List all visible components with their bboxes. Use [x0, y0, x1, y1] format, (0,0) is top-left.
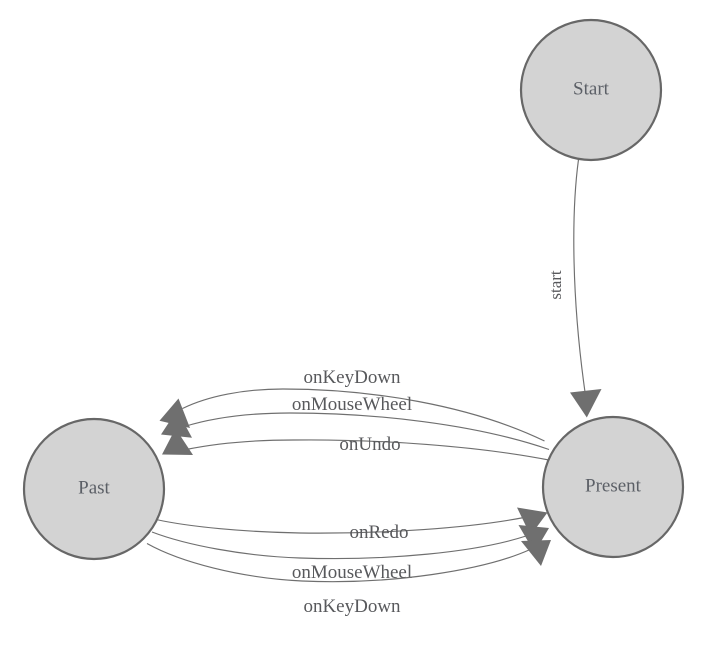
node-past-label: Past [78, 477, 110, 498]
edge-onmousewheel-to-present[interactable]: onMouseWheel [151, 525, 549, 583]
node-present-circle [541, 415, 685, 559]
edge-onredo[interactable]: onRedo [155, 507, 548, 544]
edge-onundo-arrowhead [162, 428, 193, 455]
node-past[interactable]: Past [22, 417, 166, 561]
node-past-circle [22, 417, 166, 561]
node-present[interactable]: Present [541, 415, 685, 559]
node-start-label: Start [573, 78, 610, 99]
edge-onundo[interactable]: onUndo [162, 428, 552, 462]
edge-start-label: start [546, 270, 565, 300]
edge-onredo-arrowhead [517, 507, 548, 536]
edge-start-arrowhead [570, 389, 602, 418]
edge-onmousewheel-to-present-arrowhead [518, 525, 549, 553]
edge-start-path [573, 159, 586, 393]
edge-onmousewheel-to-present-path [151, 531, 527, 560]
edge-onkeydown-to-past-path [182, 388, 545, 442]
edge-onkeydown-to-past-label: onKeyDown [303, 367, 401, 388]
edge-onkeydown-to-present-label: onKeyDown [303, 596, 401, 617]
edge-onmousewheel-to-past[interactable]: onMouseWheel [161, 394, 550, 451]
edge-onmousewheel-to-past-path [184, 412, 550, 451]
edge-onredo-label: onRedo [349, 522, 408, 543]
edge-onkeydown-to-present-path [146, 542, 530, 583]
edge-onmousewheel-to-present-label: onMouseWheel [292, 562, 412, 583]
edge-onkeydown-to-present[interactable]: onKeyDown [146, 540, 551, 617]
node-present-label: Present [585, 475, 642, 496]
edge-onmousewheel-to-past-arrowhead [161, 410, 192, 438]
edge-onmousewheel-to-past-label: onMouseWheel [292, 394, 412, 415]
node-start[interactable]: Start [519, 18, 663, 162]
edge-onundo-path [185, 439, 552, 462]
node-start-circle [519, 18, 663, 162]
edge-onredo-path [155, 516, 525, 534]
edge-onkeydown-to-present-arrowhead [521, 540, 551, 566]
edge-start[interactable]: start [546, 159, 602, 418]
edge-onundo-label: onUndo [339, 434, 400, 455]
